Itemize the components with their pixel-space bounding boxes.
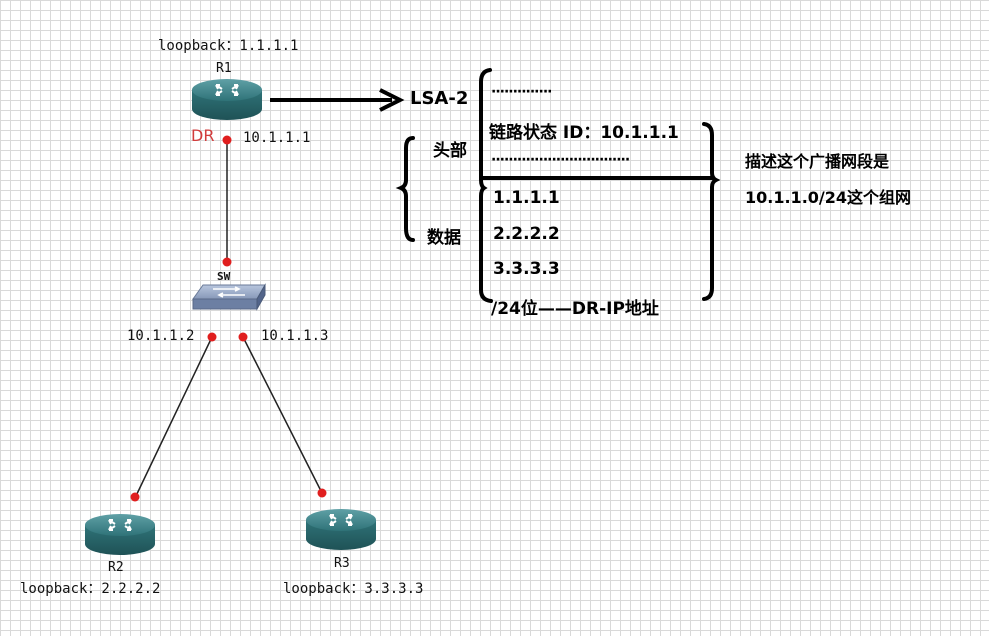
router-r1-icon[interactable] <box>192 79 262 120</box>
lsa-dots-top: ·············· <box>491 84 552 100</box>
switch-sw-icon[interactable] <box>192 283 266 311</box>
r2-loopback-label: loopback：2.2.2.2 <box>20 581 161 597</box>
data-label: 数据 <box>427 228 461 248</box>
router-r3-icon[interactable] <box>306 509 376 550</box>
link-sw-r2 <box>134 336 213 499</box>
r1-name-label: R1 <box>216 61 232 76</box>
port-dot-sw-left <box>207 332 217 342</box>
router-r2-icon[interactable] <box>85 514 155 555</box>
right-bracket <box>702 122 721 301</box>
link-sw-r3 <box>242 336 323 494</box>
r3-loopback-label: loopback：3.3.3.3 <box>283 581 424 597</box>
r1-ip-label: 10.1.1.1 <box>243 130 311 146</box>
r3-name-label: R3 <box>334 556 350 571</box>
port-dot-r1 <box>222 135 232 145</box>
r2-ip-label: 10.1.1.2 <box>127 328 195 344</box>
lsa-left-bracket <box>479 68 493 303</box>
data-item-1: 1.1.1.1 <box>493 188 560 208</box>
lsa-dots-mid: ································ <box>491 152 630 168</box>
data-item-3: 3.3.3.3 <box>493 259 560 279</box>
port-dot-sw-right <box>238 332 248 342</box>
switch-name-label: SW <box>217 270 231 283</box>
port-dot-sw-top <box>222 257 232 267</box>
dr-role-label: DR <box>191 126 215 145</box>
lsa-title: LSA-2 <box>410 88 469 109</box>
port-dot-r2 <box>130 492 140 502</box>
r2-name-label: R2 <box>108 560 124 575</box>
data-item-2: 2.2.2.2 <box>493 224 560 244</box>
r1-loopback-label: loopback：1.1.1.1 <box>158 38 299 54</box>
header-label: 头部 <box>433 141 467 161</box>
description-line-1: 描述这个广播网段是 <box>745 152 890 171</box>
description-line-2: 10.1.1.0/24这个组网 <box>745 188 912 207</box>
r3-ip-label: 10.1.1.3 <box>261 328 329 344</box>
arrow-to-lsa <box>270 88 405 112</box>
header-brace <box>395 136 415 242</box>
link-state-id-field: 链路状态 ID：10.1.1.1 <box>489 123 679 143</box>
mask-dr-ip-line: /24位——DR-IP地址 <box>491 299 659 319</box>
port-dot-r3 <box>317 488 327 498</box>
